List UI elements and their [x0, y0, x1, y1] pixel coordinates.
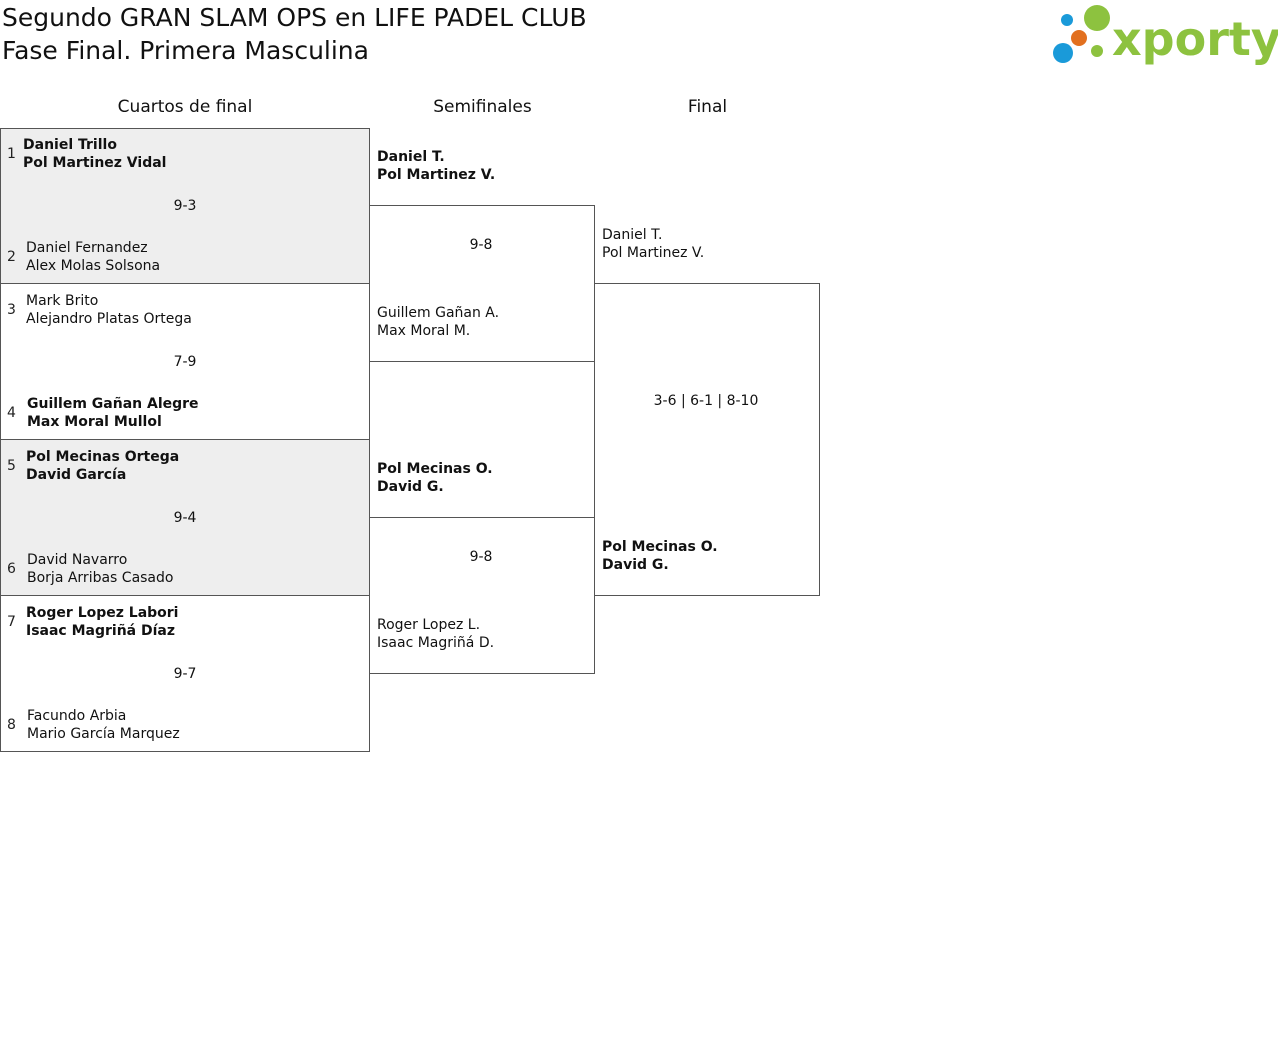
match-score: 9-8: [469, 237, 493, 253]
team-entry: Mark Brito Alejandro Platas Ortega: [26, 292, 192, 328]
team-entry: Pol Mecinas O. David G.: [602, 538, 718, 574]
match-score: 7-9: [173, 354, 197, 370]
page-title: Segundo GRAN SLAM OPS en LIFE PADEL CLUB: [2, 3, 587, 32]
player-name: Roger Lopez Labori: [26, 605, 179, 621]
team-entry: Guillem Gañan Alegre Max Moral Mullol: [27, 395, 199, 431]
player-name: Borja Arribas Casado: [27, 570, 174, 586]
player-name: Guillem Gañan Alegre: [27, 396, 199, 412]
player-name: Pol Martinez V.: [602, 245, 705, 261]
team-entry: Daniel T. Pol Martinez V.: [602, 226, 704, 262]
logo-dot-green-large: [1084, 5, 1110, 31]
player-name: Max Moral Mullol: [27, 414, 162, 430]
team-entry: Daniel Fernandez Alex Molas Solsona: [26, 239, 160, 275]
match-score: 9-4: [173, 510, 197, 526]
player-name: Isaac Magriñá D.: [377, 635, 495, 651]
player-name: Guillem Gañan A.: [377, 305, 500, 321]
final-match: [594, 283, 820, 596]
quarterfinal-match-1: [0, 128, 370, 284]
seed-number: 1: [7, 146, 16, 162]
player-name: Alejandro Platas Ortega: [26, 311, 192, 327]
seed-number: 7: [7, 614, 16, 630]
player-name: Isaac Magriñá Díaz: [26, 623, 176, 639]
player-name: Pol Martinez V.: [377, 167, 496, 183]
player-name: David G.: [377, 479, 444, 495]
player-name: Mario García Marquez: [27, 726, 180, 742]
seed-number: 5: [7, 458, 16, 474]
seed-number: 8: [7, 717, 16, 733]
match-score: 9-7: [173, 666, 197, 682]
player-name: Pol Mecinas O.: [602, 539, 718, 555]
team-entry: Guillem Gañan A. Max Moral M.: [377, 304, 499, 340]
seed-number: 2: [7, 249, 16, 265]
logo-wordmark: xporty: [1112, 12, 1278, 66]
logo-dot-blue-top: [1061, 14, 1073, 26]
seed-number: 6: [7, 561, 16, 577]
team-entry: Pol Mecinas Ortega David García: [26, 448, 179, 484]
player-name: Roger Lopez L.: [377, 617, 481, 633]
player-name: Pol Mecinas O.: [377, 461, 493, 477]
team-entry: Roger Lopez L. Isaac Magriñá D.: [377, 616, 494, 652]
player-name: Pol Mecinas Ortega: [26, 449, 180, 465]
team-entry: David Navarro Borja Arribas Casado: [27, 551, 173, 587]
seed-number: 4: [7, 405, 16, 421]
player-name: Mark Brito: [26, 293, 99, 309]
logo-dot-green-small: [1091, 45, 1103, 57]
team-entry: Facundo Arbia Mario García Marquez: [27, 707, 180, 743]
logo-dot-orange: [1071, 30, 1087, 46]
player-name: Daniel Fernandez: [26, 240, 148, 256]
player-name: David García: [26, 467, 127, 483]
player-name: David G.: [602, 557, 669, 573]
team-entry: Pol Mecinas O. David G.: [377, 460, 493, 496]
player-name: Daniel T.: [602, 227, 663, 243]
match-score: 9-3: [173, 198, 197, 214]
team-entry: Roger Lopez Labori Isaac Magriñá Díaz: [26, 604, 178, 640]
player-name: Alex Molas Solsona: [26, 258, 161, 274]
player-name: Facundo Arbia: [27, 708, 127, 724]
quarterfinal-match-3: [0, 439, 370, 596]
round-header-quarterfinals: Cuartos de final: [117, 97, 253, 117]
logo-dot-blue-bottom: [1053, 43, 1073, 63]
match-score: 3-6 | 6-1 | 8-10: [653, 393, 759, 409]
match-score: 9-8: [469, 549, 493, 565]
round-header-final: Final: [687, 97, 728, 117]
player-name: Max Moral M.: [377, 323, 471, 339]
round-header-semifinals: Semifinales: [433, 97, 532, 117]
player-name: Pol Martinez Vidal: [23, 155, 167, 171]
team-entry: Daniel T. Pol Martinez V.: [377, 148, 495, 184]
player-name: Daniel T.: [377, 149, 445, 165]
page-subtitle: Fase Final. Primera Masculina: [2, 36, 369, 65]
seed-number: 3: [7, 302, 16, 318]
player-name: David Navarro: [27, 552, 128, 568]
team-entry: Daniel Trillo Pol Martinez Vidal: [23, 136, 166, 172]
xporty-logo: xporty: [1053, 5, 1278, 66]
player-name: Daniel Trillo: [23, 137, 117, 153]
